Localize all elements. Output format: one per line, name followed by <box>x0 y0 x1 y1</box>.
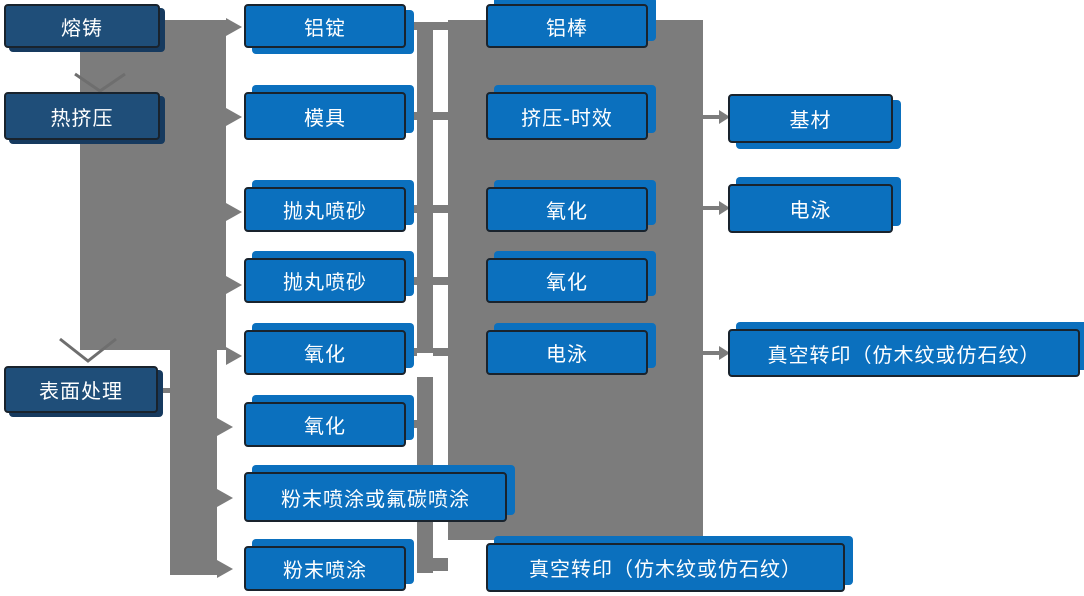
arrowhead-right-icon <box>226 203 242 221</box>
node-paowan-pensha-2: 抛丸喷砂 <box>244 258 406 303</box>
arrowhead-right-icon <box>217 489 233 507</box>
arrowhead-right-icon <box>217 560 233 578</box>
connector-left-band-lower <box>170 346 217 575</box>
node-rejiya: 热挤压 <box>4 92 160 140</box>
node-jicai: 基材 <box>728 94 893 143</box>
arrowhead-right-icon <box>226 276 242 294</box>
connector-stub <box>433 112 448 120</box>
connector-stub <box>433 348 448 356</box>
arrowhead-right-icon <box>217 418 233 436</box>
node-biaomianchuli: 表面处理 <box>4 366 158 413</box>
node-yanghua-2: 氧化 <box>244 402 406 447</box>
node-yanghua-1: 氧化 <box>244 330 406 375</box>
connector-arrow-line <box>703 351 719 355</box>
node-fenmo-or-futan: 粉末喷涂或氟碳喷涂 <box>244 472 507 522</box>
connector-stub <box>405 277 417 285</box>
connector-mid-bar-upper <box>417 22 433 353</box>
connector-left-band <box>80 20 226 350</box>
connector-stub <box>433 558 448 571</box>
connector-stub <box>405 22 417 30</box>
node-yanghua-3: 氧化 <box>486 187 648 232</box>
connector-stub <box>433 277 448 285</box>
connector-stub <box>433 22 448 30</box>
arrowhead-right-icon <box>719 346 730 360</box>
arrowhead-right-icon <box>226 108 242 126</box>
node-dianyong-2: 电泳 <box>728 184 893 233</box>
node-rongzhu: 熔铸 <box>4 4 160 48</box>
arrowhead-right-icon <box>719 201 730 215</box>
node-dianyong-1: 电泳 <box>486 330 648 375</box>
connector-stub <box>405 420 417 428</box>
node-moju: 模具 <box>244 92 406 140</box>
arrowhead-right-icon <box>226 18 242 36</box>
node-yanghua-4: 氧化 <box>486 258 648 303</box>
connector-surface-stub <box>157 388 172 393</box>
node-lvding: 铝锭 <box>244 4 406 48</box>
node-lvbang: 铝棒 <box>486 4 648 48</box>
connector-arrow-line <box>703 206 719 210</box>
arrowhead-right-icon <box>226 347 242 365</box>
node-paowan-pensha-1: 抛丸喷砂 <box>244 187 406 232</box>
connector-stub <box>405 348 417 356</box>
arrowhead-right-icon <box>719 110 730 124</box>
node-jiya-shixiao: 挤压-时效 <box>486 92 648 140</box>
connector-arrow-line <box>703 115 719 119</box>
node-fenmo-pentu: 粉末喷涂 <box>244 546 406 591</box>
connector-stub <box>405 112 417 120</box>
node-zhenkong-right: 真空转印（仿木纹或仿石纹） <box>728 329 1080 377</box>
node-zhenkong-bottom: 真空转印（仿木纹或仿石纹） <box>486 543 845 592</box>
connector-stub <box>405 205 417 213</box>
connector-stub <box>433 205 448 213</box>
